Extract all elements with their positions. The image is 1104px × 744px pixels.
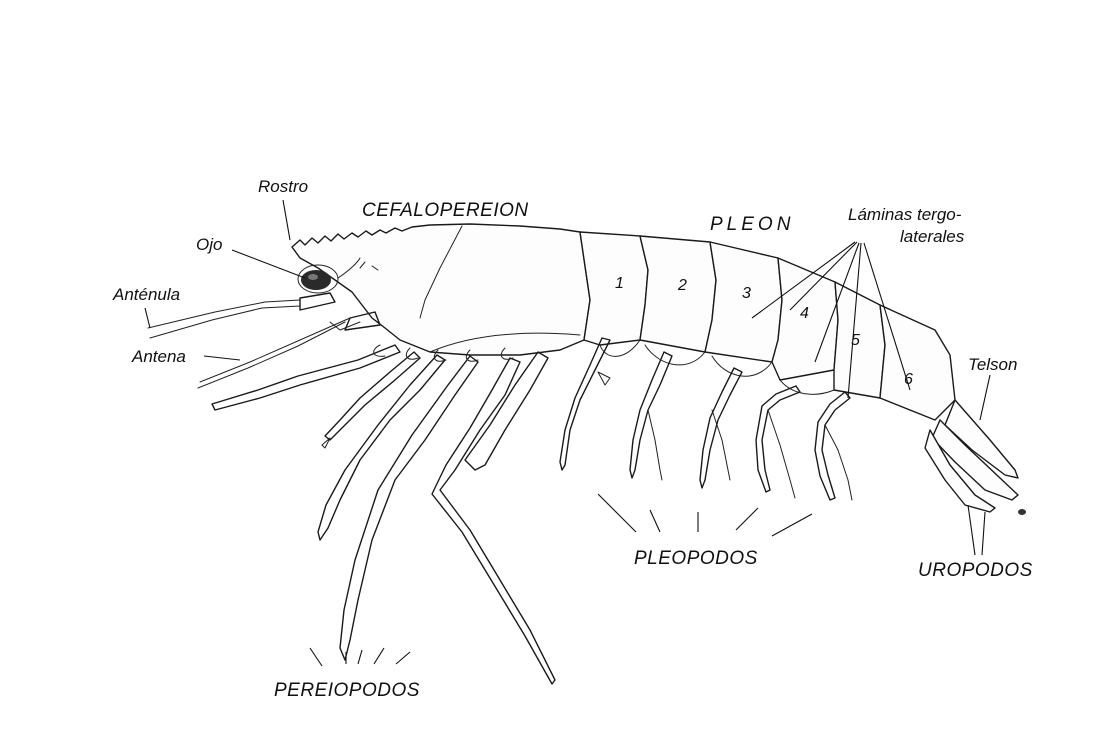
pereiopods — [212, 345, 555, 684]
label-pereiopodos: PEREIOPODOS — [274, 680, 420, 701]
segment-number-4: 4 — [800, 305, 809, 322]
label-pleopodos: PLEOPODOS — [634, 548, 758, 569]
pleon-segment-3 — [705, 242, 782, 362]
label-pleon: PLEON — [710, 214, 794, 235]
pleopod-2 — [630, 352, 672, 478]
label-cefalopereion: CEFALOPEREION — [362, 200, 529, 221]
pleopod-1 — [560, 338, 610, 470]
pleon-segment-1 — [580, 232, 648, 345]
label-rostro: Rostro — [258, 177, 308, 196]
antennae — [148, 293, 380, 388]
label-laminas-line1: Láminas tergo- — [848, 205, 962, 224]
pleopod-3 — [700, 368, 742, 488]
segment-number-3: 3 — [742, 285, 751, 302]
pleon-segment-6 — [880, 305, 955, 420]
label-antena: Antena — [131, 347, 186, 366]
pleon-segment-2 — [640, 236, 716, 352]
pleopod-5 — [815, 392, 850, 500]
carapace — [292, 224, 590, 355]
segment-number-2: 2 — [677, 277, 687, 294]
label-antenula: Anténula — [112, 285, 180, 304]
pereiopod-3 — [318, 355, 445, 540]
pereiopod-5 — [432, 358, 555, 684]
segment-number-1: 1 — [615, 275, 624, 292]
label-telson: Telson — [968, 355, 1017, 374]
pereiopod-1 — [212, 345, 400, 410]
label-ojo: Ojo — [196, 235, 222, 254]
label-laminas-line2: laterales — [900, 227, 965, 246]
label-uropodos: UROPODOS — [918, 560, 1033, 581]
pereiopod-6 — [465, 352, 548, 470]
